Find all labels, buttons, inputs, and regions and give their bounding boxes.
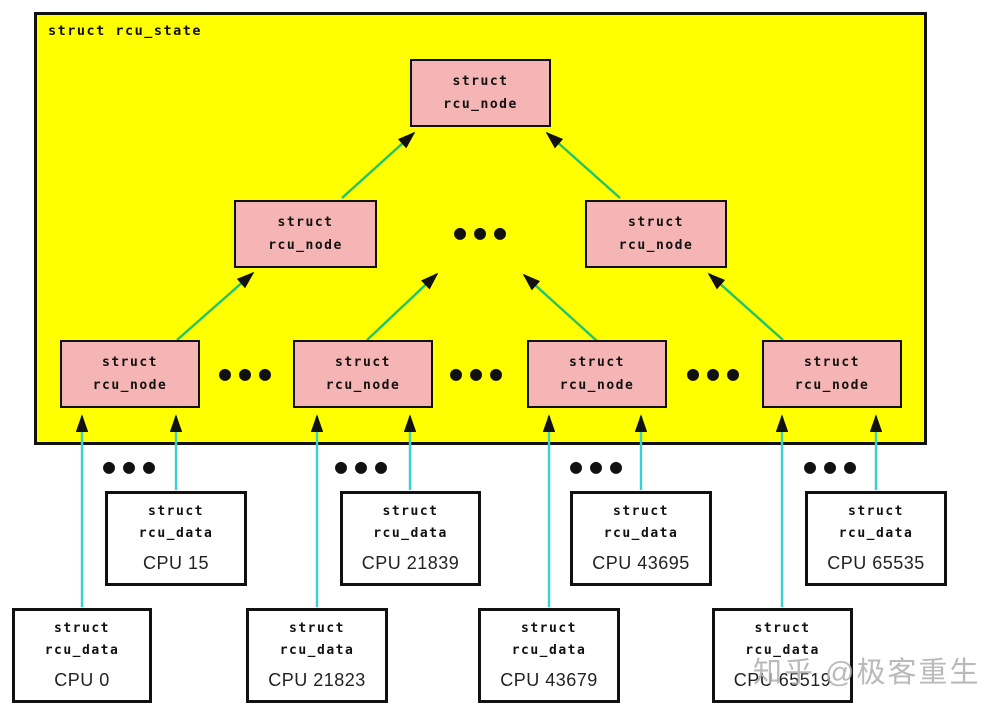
ellipsis-dots-leaf-1-2: ●●● [218, 361, 280, 385]
rcu-data-cpu15-box: struct rcu_data CPU 15 [105, 491, 247, 586]
rcu-node-label-line1: struct [452, 74, 509, 89]
rcu-node-label-line2: rcu_node [559, 378, 635, 393]
rcu-data-cpu21839-box: struct rcu_data CPU 21839 [340, 491, 481, 586]
rcu-data-label-line2: rcu_data [603, 525, 679, 541]
rcu-node-label-line1: struct [569, 355, 625, 370]
rcu-data-label-line1: struct [848, 503, 904, 519]
rcu-node-label-line1: struct [804, 355, 860, 370]
ellipsis-dots-cpu-group-4: ●●● [803, 454, 865, 478]
ellipsis-dots-leaf-2-3: ●●● [449, 361, 511, 385]
rcu-data-label-line2: rcu_data [838, 525, 914, 541]
rcu-node-mid-left-box: struct rcu_node [234, 200, 377, 268]
cpu-label: CPU 21823 [268, 669, 366, 690]
cpu-label: CPU 65519 [733, 669, 832, 690]
cpu-label: CPU 21839 [361, 552, 460, 573]
rcu-data-label-line1: struct [382, 503, 439, 519]
rcu-node-root-box: struct rcu_node [410, 59, 551, 127]
rcu-data-label-line1: struct [613, 503, 669, 519]
rcu-node-label-line1: struct [277, 215, 334, 230]
cpu-label: CPU 15 [142, 552, 210, 573]
rcu-node-label-line2: rcu_node [443, 97, 518, 112]
rcu-node-label-line2: rcu_node [268, 238, 343, 253]
watermark-text: 知乎 @极客重生 [753, 657, 981, 689]
rcu-node-leaf-4-box: struct rcu_node [762, 340, 902, 408]
rcu-data-cpu43679-box: struct rcu_data CPU 43679 [478, 608, 620, 703]
ellipsis-dots-mid-level: ●●● [453, 220, 515, 244]
rcu-node-label-line2: rcu_node [618, 238, 694, 253]
rcu-data-label-line1: struct [148, 503, 204, 519]
rcu-data-label-line2: rcu_data [44, 642, 120, 658]
rcu-node-label-line1: struct [102, 355, 158, 370]
rcu-node-leaf-1-box: struct rcu_node [60, 340, 200, 408]
rcu-data-cpu65519-box: struct rcu_data CPU 65519 [712, 608, 853, 703]
cpu-label: CPU 65535 [827, 552, 925, 573]
ellipsis-dots-cpu-group-3: ●●● [569, 454, 631, 478]
rcu-node-label-line2: rcu_node [794, 378, 870, 393]
rcu-node-label-line2: rcu_node [325, 378, 401, 393]
rcu-data-cpu43695-box: struct rcu_data CPU 43695 [570, 491, 712, 586]
rcu-data-cpu0-box: struct rcu_data CPU 0 [12, 608, 152, 703]
ellipsis-dots-cpu-group-2: ●●● [334, 454, 396, 478]
rcu-data-cpu21823-box: struct rcu_data CPU 21823 [246, 608, 388, 703]
rcu-data-label-line1: struct [521, 620, 577, 636]
rcu-data-label-line2: rcu_data [745, 642, 820, 658]
rcu-node-label-line2: rcu_node [92, 378, 168, 393]
rcu-node-leaf-2-box: struct rcu_node [293, 340, 433, 408]
rcu-data-label-line2: rcu_data [138, 525, 214, 541]
rcu-data-label-line1: struct [289, 620, 345, 636]
rcu-data-label-line2: rcu_data [511, 642, 587, 658]
rcu-data-cpu65535-box: struct rcu_data CPU 65535 [805, 491, 947, 586]
cpu-label: CPU 43679 [500, 669, 598, 690]
rcu-state-label: struct rcu_state [48, 23, 203, 39]
rcu-node-label-line1: struct [335, 355, 391, 370]
rcu-data-label-line2: rcu_data [373, 525, 448, 541]
ellipsis-dots-leaf-3-4: ●●● [686, 361, 748, 385]
rcu-node-mid-right-box: struct rcu_node [585, 200, 727, 268]
rcu-data-label-line1: struct [54, 620, 110, 636]
cpu-label: CPU 0 [54, 669, 110, 690]
cpu-label: CPU 43695 [592, 552, 690, 573]
rcu-node-label-line1: struct [628, 215, 684, 230]
rcu-data-label-line2: rcu_data [279, 642, 355, 658]
rcu-data-label-line1: struct [754, 620, 811, 636]
ellipsis-dots-cpu-group-1: ●●● [102, 454, 164, 478]
rcu-node-leaf-3-box: struct rcu_node [527, 340, 667, 408]
